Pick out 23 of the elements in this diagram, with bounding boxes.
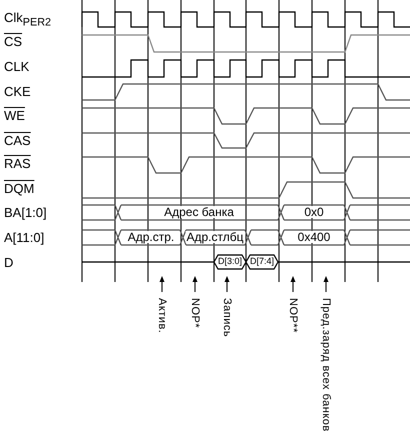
signal-label: CLK: [4, 60, 30, 73]
event-label: Актив.: [156, 298, 167, 334]
signal-label: Clk$_{PER2}$: [4, 11, 52, 28]
bus-value: Адр.стлбц: [186, 231, 244, 243]
event-label: Пред.заряд всех банков: [320, 298, 331, 432]
signal-label: CKE: [4, 85, 31, 98]
bus-value: 0x400: [296, 231, 332, 243]
signal-label: CS: [4, 35, 22, 48]
signal-label: CAS: [4, 134, 31, 147]
bus-value: 0x0: [303, 206, 325, 218]
signal-label: DQM: [4, 182, 34, 195]
event-label: Запись: [221, 298, 232, 338]
bus-value: D[3:0]: [218, 257, 242, 266]
signal-label: A[11:0]: [4, 231, 44, 244]
bus-value: Адр.стр.: [126, 231, 176, 243]
signal-label: RAS: [4, 157, 31, 170]
signal-label: D: [4, 256, 14, 269]
event-label: NOP*: [189, 298, 200, 328]
signal-label: BA[1:0]: [4, 206, 47, 219]
bus-value: Адрес банка: [163, 206, 235, 218]
event-label: NOP**: [287, 298, 298, 333]
signal-label: WE: [4, 109, 25, 122]
bus-value: D[7:4]: [250, 257, 274, 266]
